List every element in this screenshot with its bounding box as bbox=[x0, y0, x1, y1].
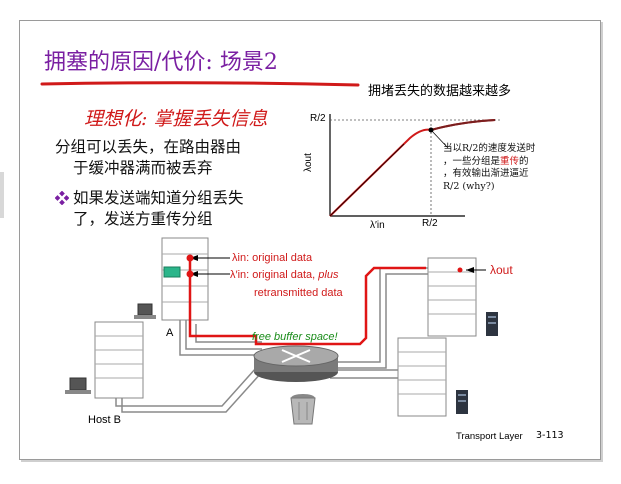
graph-callout-line bbox=[430, 129, 449, 149]
graph-note-line-3: ，有效输出渐进逼近 bbox=[443, 168, 529, 179]
lambda-prime-arrow bbox=[190, 271, 230, 277]
bullet-line-2: 了，发送方重传分组 bbox=[73, 210, 213, 228]
lambda-prime-text: : original data, bbox=[246, 269, 319, 281]
lambda-in-dot bbox=[186, 254, 194, 262]
lambda-out-dot bbox=[457, 267, 463, 273]
lambda-out-arrow bbox=[466, 267, 486, 273]
trash-bin-icon bbox=[290, 394, 316, 425]
subtitle-note: 拥堵丢失的数据越来越多 bbox=[368, 84, 512, 99]
paragraph-line-1: 分组可以丢失，在路由器由 bbox=[55, 138, 242, 156]
footer-page: 3-113 bbox=[536, 430, 564, 441]
red-traffic-path bbox=[188, 258, 426, 346]
server-icon-c bbox=[486, 312, 498, 336]
throughput-graph bbox=[300, 104, 540, 240]
graph-ideal-line bbox=[329, 143, 405, 217]
host-d-stack bbox=[397, 337, 447, 417]
window-edge-tab bbox=[0, 172, 4, 218]
host-a-label: A bbox=[166, 327, 174, 339]
bullet-diamond-icon bbox=[55, 191, 69, 205]
host-c-stack bbox=[427, 257, 477, 337]
host-a-stack bbox=[161, 237, 209, 321]
host-b-stack bbox=[94, 321, 144, 399]
laptop-icon-b bbox=[65, 377, 91, 394]
paragraph-line-2: 于缓冲器满而被丢弃 bbox=[73, 159, 213, 177]
bullet-line-1: 如果发送端知道分组丢失 bbox=[73, 189, 244, 207]
graph-x-tick: R/2 bbox=[422, 218, 438, 229]
lambda-prime-line-2: retransmitted data bbox=[254, 287, 343, 299]
buffer-label: free buffer space! bbox=[252, 331, 338, 343]
graph-note-red: 重传 bbox=[500, 155, 520, 167]
server-icon-d bbox=[456, 390, 468, 414]
lambda-prime-plus: plus bbox=[318, 269, 339, 281]
lambda-in-symbol: λin bbox=[232, 252, 247, 264]
ideal-heading: 理想化: 掌握丢失信息 bbox=[84, 108, 268, 130]
laptop-icon-a bbox=[134, 303, 156, 319]
slide-title: 拥塞的原因/代价: 场景2 bbox=[44, 50, 278, 75]
graph-note-line-1: 当以R/2的速度发送时 bbox=[443, 143, 536, 154]
graph-y-tick: R/2 bbox=[310, 113, 326, 124]
graph-curve-dark bbox=[430, 119, 496, 131]
router-icon bbox=[253, 345, 339, 382]
footer-course: Transport Layer bbox=[456, 431, 523, 442]
graph-note-text: ，一些分组是 bbox=[443, 155, 501, 167]
graph-note-text-post: 的 bbox=[519, 155, 529, 167]
lambda-prime-dot bbox=[186, 270, 194, 278]
lambda-out-label: λout bbox=[490, 263, 513, 277]
lambda-in-text: : original data bbox=[246, 252, 313, 264]
graph-note: 当以R/2的速度发送时 ，一些分组是重传的 ，有效输出渐进逼近 R/2 (why… bbox=[443, 143, 583, 193]
lambda-prime-symbol: λ′in bbox=[230, 269, 247, 281]
lambda-in-label: λin: original data bbox=[232, 252, 312, 264]
graph-note-line-2: ，一些分组是重传的 bbox=[443, 156, 583, 169]
host-b-label: Host B bbox=[88, 414, 122, 426]
lambda-in-arrow bbox=[190, 255, 230, 261]
title-underline bbox=[40, 81, 360, 87]
lambda-prime-label: λ′in: original data, plus bbox=[230, 269, 338, 281]
graph-x-label: λ′in bbox=[370, 220, 385, 231]
graph-note-line-4: R/2 (why?) bbox=[443, 180, 495, 192]
